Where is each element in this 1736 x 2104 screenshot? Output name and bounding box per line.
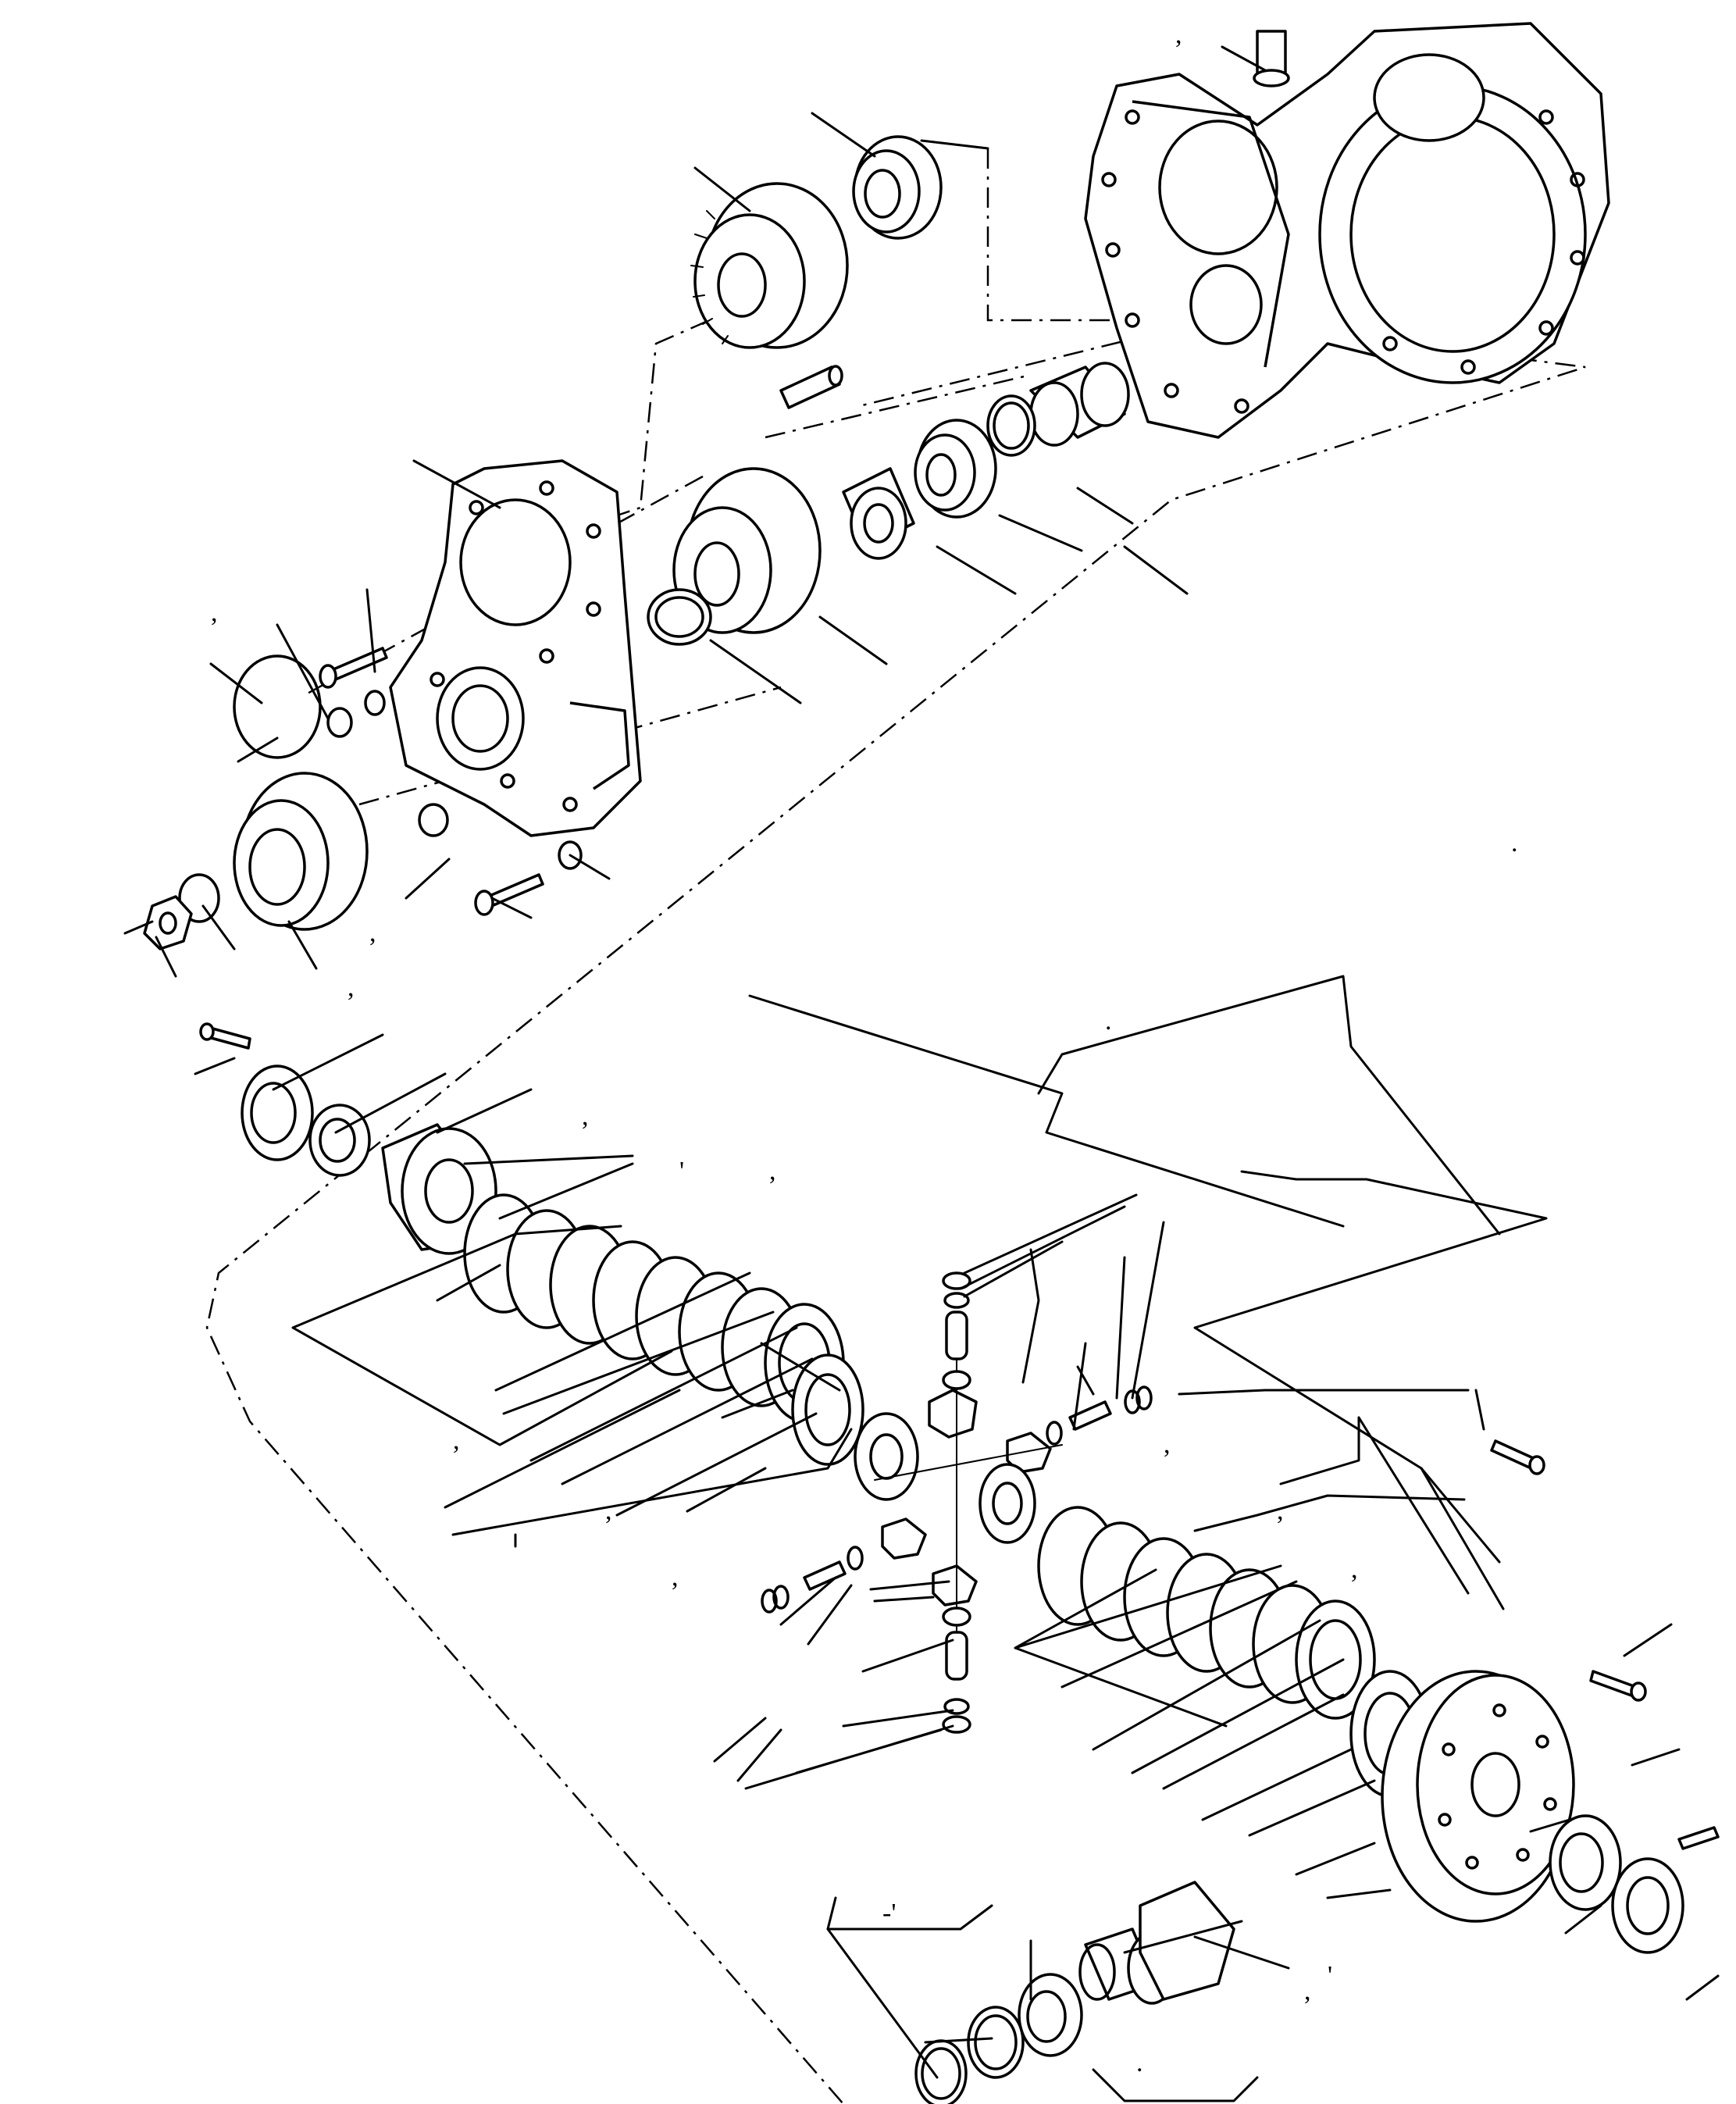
leader-lines — [123, 45, 1720, 2102]
mark-pack-left: , — [605, 1496, 612, 1525]
mark-disc-left: , — [453, 1426, 460, 1455]
left-tone-ring — [241, 1064, 314, 1161]
right-end-bolt — [1677, 1826, 1720, 1850]
axle-housing — [1084, 22, 1610, 439]
pinion-shims — [914, 2006, 1025, 2104]
right-tone-ring — [1611, 1857, 1684, 1954]
dowel-pin — [779, 365, 843, 409]
mark-pinion-tick: ' — [1328, 1961, 1332, 1990]
ring-gear-bolt — [1589, 1670, 1647, 1702]
middle-bearing — [914, 419, 997, 519]
mark-pin-left: , — [672, 1563, 679, 1592]
mark-shim-group: -' — [882, 1899, 896, 1927]
upper-bearing — [852, 135, 943, 240]
left-diff-case — [381, 1123, 497, 1255]
mark-plates-right-2: , — [1351, 1555, 1358, 1584]
mark-flange-2: , — [348, 973, 355, 1002]
mark-plates-left: , — [769, 1157, 776, 1186]
assembly-centerlines — [205, 139, 1586, 2104]
spacer-sleeve — [1029, 362, 1130, 447]
lower-spur-gear — [672, 467, 822, 634]
output-flange — [233, 772, 369, 931]
left-side-gear — [854, 1412, 919, 1501]
cover-bolt-top — [319, 647, 388, 689]
spider-washers — [761, 1271, 1153, 1734]
right-bearing — [1549, 1814, 1622, 1911]
mark-pinion: , — [1304, 1977, 1311, 2006]
mark-stray: . — [1511, 829, 1518, 858]
flange-o-ring — [178, 873, 220, 923]
spider-pinion-gears — [881, 1389, 1052, 1607]
mark-housing: , — [1175, 20, 1182, 49]
pinion-shaft — [1078, 1881, 1235, 2005]
ring-gear — [1381, 1670, 1575, 1923]
cover-bolt-bottom — [474, 873, 544, 916]
drain-plug — [418, 803, 449, 837]
mark-spider: , — [1164, 1430, 1171, 1459]
left-clutch-pack — [463, 1193, 845, 1423]
mark-oring: , — [211, 598, 218, 627]
right-clutch-pack — [1037, 1506, 1376, 1720]
mark-dot-left: ' — [679, 1157, 684, 1186]
mark-bearing-bottom: . — [1136, 2049, 1143, 2077]
o-ring-seal — [233, 654, 322, 759]
shim-ring — [986, 394, 1036, 457]
mark-flange-1: , — [369, 918, 376, 947]
spacer-ring — [647, 588, 712, 646]
pinion-bearing — [1018, 1973, 1083, 2057]
left-bearing — [308, 1104, 371, 1177]
left-bolt — [199, 1022, 251, 1050]
mark-plates-right-1: , — [1277, 1496, 1284, 1525]
loose-bolt — [1490, 1439, 1545, 1475]
mark-assembly: . — [1105, 1007, 1112, 1036]
callout-marks: , , , , . , ' , , , , , , , -' , ' . . — [211, 20, 1518, 2077]
left-thrust-washer — [791, 1353, 864, 1466]
cover-plug — [326, 690, 386, 738]
slotted-collar — [842, 467, 915, 560]
upper-spur-gear — [690, 182, 849, 349]
mark-case: , — [582, 1102, 589, 1131]
gear-case-cover — [389, 459, 642, 837]
flange-nut — [143, 895, 193, 950]
